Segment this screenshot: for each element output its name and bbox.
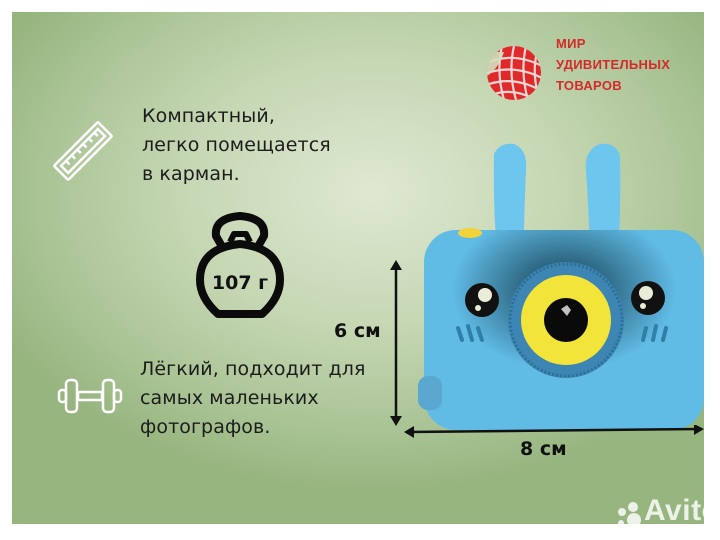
feature-compact-line-3: в карман. <box>142 163 240 185</box>
brand-line-1: МИР <box>556 36 586 51</box>
width-arrow <box>402 424 706 438</box>
height-label: 6 см <box>334 320 381 342</box>
brand-name: МИР УДИВИТЕЛЬНЫХ ТОВАРОВ <box>556 33 670 96</box>
width-label: 8 см <box>520 438 567 460</box>
red-globe-icon <box>484 42 544 102</box>
avito-watermark: Avito <box>644 494 720 527</box>
avito-logo-icon <box>614 500 646 530</box>
feature-compact-line-1: Компактный, <box>142 105 275 127</box>
ruler-icon <box>50 118 116 184</box>
height-arrow <box>386 258 406 428</box>
dumbbell-icon <box>56 376 124 416</box>
weight-label: 107 г <box>211 272 269 294</box>
feature-compact-text: Компактный, легко помещается в карман. <box>142 102 331 189</box>
feature-light-line-3: фотографов. <box>140 416 271 438</box>
feature-compact-line-2: легко помещается <box>142 134 331 156</box>
feature-light-line-1: Лёгкий, подходит для <box>140 358 366 380</box>
brand-line-2: УДИВИТЕЛЬНЫХ <box>556 57 671 72</box>
brand-line-3: ТОВАРОВ <box>556 78 622 93</box>
feature-light-line-2: самых маленьких <box>140 387 319 409</box>
kettlebell-icon <box>192 210 288 322</box>
product-camera-image <box>410 140 710 430</box>
feature-light-text: Лёгкий, подходит для самых маленьких фот… <box>140 355 366 442</box>
